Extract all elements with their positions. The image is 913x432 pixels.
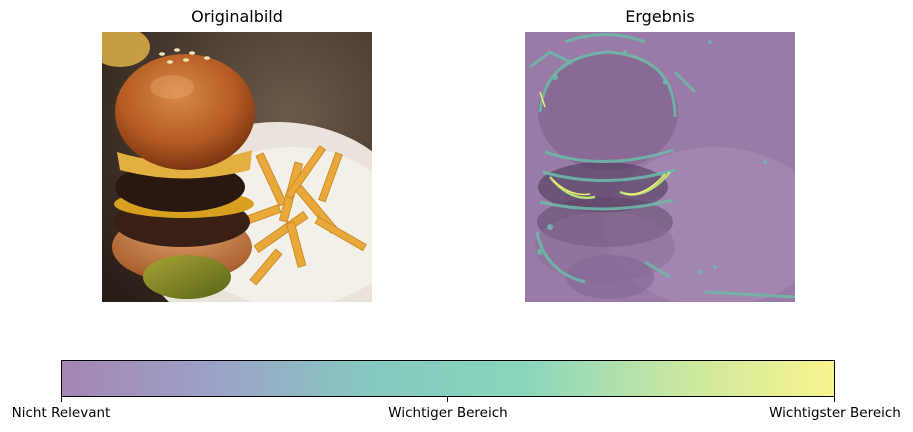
colorbar-tick-mid bbox=[447, 397, 448, 402]
result-heatmap-image bbox=[525, 32, 795, 302]
colorbar-tick-max bbox=[834, 397, 835, 402]
original-image-title: Originalbild bbox=[191, 7, 283, 26]
result-image-title: Ergebnis bbox=[625, 7, 695, 26]
original-image bbox=[102, 32, 372, 302]
relevance-colorbar bbox=[61, 360, 835, 397]
colorbar-label-max: Wichtigster Bereich bbox=[769, 405, 901, 421]
colorbar-label-min: Nicht Relevant bbox=[11, 405, 111, 421]
colorbar-label-mid: Wichtiger Bereich bbox=[388, 405, 508, 421]
colorbar-tick-min bbox=[61, 397, 62, 402]
